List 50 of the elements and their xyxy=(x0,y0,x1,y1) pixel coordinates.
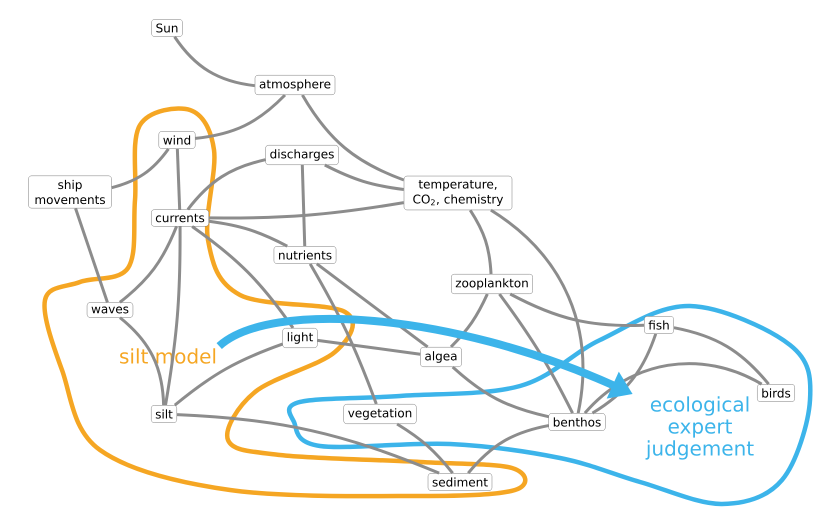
connector xyxy=(490,208,584,414)
connector xyxy=(195,94,286,140)
connector xyxy=(324,164,404,191)
concept-box: currents xyxy=(151,210,209,226)
connector xyxy=(317,338,420,356)
connector xyxy=(208,201,404,220)
concept-box: waves xyxy=(86,302,134,318)
connector xyxy=(164,226,182,406)
connector xyxy=(584,362,762,414)
concept-box: vegetation xyxy=(344,404,416,424)
connector xyxy=(510,292,644,328)
connector xyxy=(74,208,109,303)
connector xyxy=(186,158,266,210)
concept-box: silt xyxy=(151,405,178,423)
region-label: silt model xyxy=(120,348,216,364)
connector xyxy=(316,262,429,348)
region-label: ecological expert judgement xyxy=(646,396,754,460)
concept-box: temperature, CO$_{2}$, chemistry xyxy=(404,176,512,210)
connector xyxy=(467,424,549,474)
connector xyxy=(308,263,378,404)
concept-box: zooplankton xyxy=(451,274,533,294)
connector xyxy=(191,225,294,329)
concept-box: nutrients xyxy=(274,246,336,264)
connector xyxy=(174,342,284,406)
connector xyxy=(674,326,770,386)
concept-box: Sun xyxy=(151,19,183,37)
concept-box: birds xyxy=(757,384,795,402)
connector xyxy=(118,316,166,406)
connector xyxy=(301,94,404,182)
concept-box: sediment xyxy=(428,473,492,491)
connector xyxy=(300,164,306,246)
connector xyxy=(173,36,256,88)
connector xyxy=(450,293,489,348)
concept-box: atmosphere xyxy=(254,75,336,95)
connector xyxy=(592,333,658,414)
connector xyxy=(452,366,549,418)
connector xyxy=(176,148,182,210)
connector xyxy=(176,413,440,475)
concept-box: discharges xyxy=(265,145,339,165)
concept-box: ship movements xyxy=(28,176,112,208)
concept-box: fish xyxy=(644,316,674,334)
connector xyxy=(468,209,493,274)
connector xyxy=(498,293,574,414)
concept-box: algea xyxy=(420,346,462,367)
connector xyxy=(118,226,178,304)
connector xyxy=(111,148,170,190)
concept-box: light xyxy=(282,328,318,348)
concept-box: wind xyxy=(158,131,196,149)
connector xyxy=(208,220,288,248)
concept-box: benthos xyxy=(548,413,606,431)
